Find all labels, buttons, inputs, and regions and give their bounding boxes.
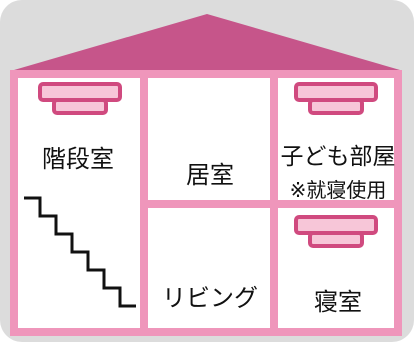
smoke-detector-icon bbox=[294, 82, 378, 115]
bedroom-label: 寝室 bbox=[314, 288, 362, 316]
staircase-icon bbox=[24, 196, 136, 308]
kids-room-note: ※就寝使用 bbox=[289, 178, 387, 202]
smoke-detector-icon bbox=[294, 215, 378, 248]
room-stairwell bbox=[18, 78, 140, 328]
room-upper-middle bbox=[148, 78, 270, 200]
stairwell-label: 階段室 bbox=[42, 145, 114, 173]
kids-room-label: 子ども部屋 bbox=[280, 144, 396, 170]
room-living bbox=[148, 208, 270, 328]
roof bbox=[14, 14, 400, 70]
smoke-detector-icon bbox=[38, 82, 122, 115]
living-label: リビング bbox=[162, 284, 258, 312]
living-room-label: 居室 bbox=[186, 161, 234, 189]
